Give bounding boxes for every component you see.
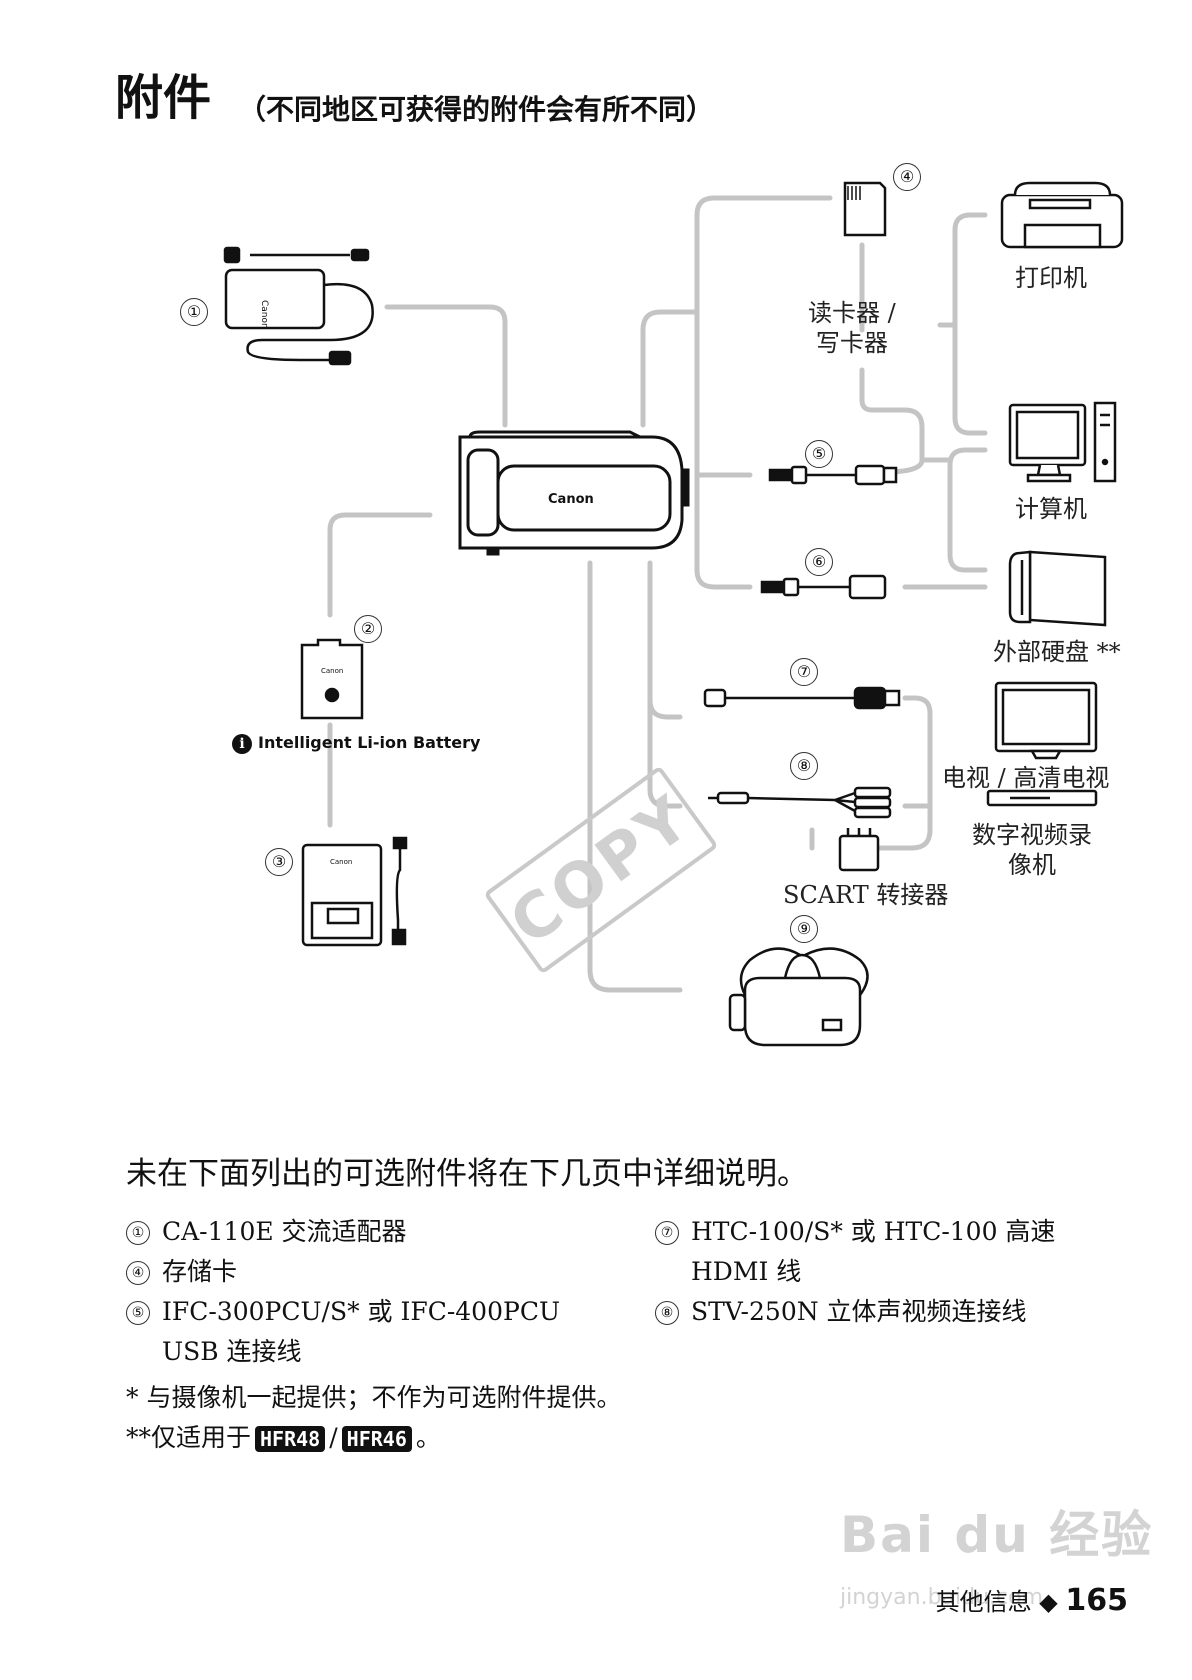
scart-adapter-image bbox=[840, 828, 878, 870]
accessory-number: ① bbox=[126, 1221, 150, 1245]
tv-label: 电视 / 高清电视 bbox=[942, 758, 1109, 793]
page-footer: 其他信息 ◆ 165 bbox=[936, 1582, 1128, 1618]
dvr-label: 数字视频录 像机 bbox=[972, 820, 1092, 880]
external-hdd-image bbox=[1010, 552, 1105, 625]
accessory-text-continued: HDMI 线 bbox=[691, 1252, 801, 1288]
ac-adapter-image: Canon bbox=[225, 248, 373, 364]
footnote-suffix: 。 bbox=[416, 1423, 441, 1452]
callout-number-2: ② bbox=[354, 615, 382, 643]
dvr-image bbox=[988, 791, 1096, 805]
battery-name-text: Intelligent Li-ion Battery bbox=[258, 733, 480, 752]
usb-cable-image bbox=[770, 466, 896, 484]
svg-text:Canon: Canon bbox=[259, 300, 269, 329]
callout-number-6: ⑥ bbox=[805, 548, 833, 576]
intro-text: 未在下面列出的可选附件将在下几页中详细说明。 bbox=[126, 1148, 808, 1193]
tv-image bbox=[996, 683, 1096, 758]
accessory-text: HTC-100/S* 或 HTC-100 高速 bbox=[691, 1217, 1055, 1246]
hdmi-cable-image bbox=[705, 688, 899, 708]
camcorder-brand-text: Canon bbox=[548, 492, 594, 507]
accessory-item: ⑧ STV-250N 立体声视频连接线 bbox=[655, 1292, 1027, 1328]
accessory-text: 存储卡 bbox=[162, 1257, 237, 1286]
accessory-number: ⑤ bbox=[126, 1301, 150, 1325]
accessory-text: STV-250N 立体声视频连接线 bbox=[691, 1297, 1027, 1326]
carrying-bag-image bbox=[730, 949, 868, 1045]
printer-label: 打印机 bbox=[1015, 258, 1087, 293]
battery-image: Canon bbox=[302, 640, 362, 718]
memory-card-image bbox=[845, 183, 885, 235]
callout-number-9: ⑨ bbox=[790, 915, 818, 943]
accessory-number: ④ bbox=[126, 1261, 150, 1285]
footnote-supplied: * 与摄像机一起提供；不作为可选附件提供。 bbox=[126, 1378, 621, 1414]
battery-name-label: i Intelligent Li-ion Battery bbox=[232, 733, 480, 754]
model-badge: HFR46 bbox=[342, 1426, 412, 1452]
model-badge: HFR48 bbox=[255, 1426, 325, 1452]
accessory-text: CA-110E 交流适配器 bbox=[162, 1217, 407, 1246]
callout-number-5: ⑤ bbox=[805, 440, 833, 468]
accessory-item: ⑦ HTC-100/S* 或 HTC-100 高速 bbox=[655, 1212, 1055, 1248]
usb-otg-cable-image bbox=[762, 576, 885, 598]
watermark: Bai du 经验 jingyan.baidu.com bbox=[840, 1495, 1153, 1567]
footer-bullet: ◆ bbox=[1039, 1588, 1057, 1616]
av-cable-image bbox=[708, 788, 890, 817]
svg-text:Canon: Canon bbox=[321, 667, 343, 675]
battery-charger-image: Canon bbox=[303, 838, 406, 945]
external-hdd-label: 外部硬盘 ** bbox=[993, 632, 1121, 667]
callout-number-1: ① bbox=[180, 298, 208, 326]
accessory-item: ⑤ IFC-300PCU/S* 或 IFC-400PCU bbox=[126, 1292, 560, 1328]
scart-adapter-label: SCART 转接器 bbox=[783, 875, 948, 910]
info-icon: i bbox=[232, 734, 252, 754]
watermark-logo-text: Bai du 经验 bbox=[840, 1495, 1153, 1567]
accessory-number: ⑧ bbox=[655, 1301, 679, 1325]
accessory-text-continued: USB 连接线 bbox=[162, 1332, 302, 1368]
computer-label: 计算机 bbox=[1015, 489, 1087, 524]
computer-image bbox=[1010, 403, 1115, 481]
footer-section: 其他信息 bbox=[936, 1588, 1032, 1616]
accessory-text: IFC-300PCU/S* 或 IFC-400PCU bbox=[162, 1297, 560, 1326]
accessory-item: ④ 存储卡 bbox=[126, 1252, 237, 1288]
callout-number-7: ⑦ bbox=[790, 658, 818, 686]
callout-number-3: ③ bbox=[265, 848, 293, 876]
accessory-connection-diagram: Canon bbox=[0, 0, 1192, 1130]
svg-text:Canon: Canon bbox=[330, 858, 352, 866]
footnote-prefix: **仅适用于 bbox=[126, 1423, 251, 1452]
printer-image bbox=[1002, 183, 1122, 247]
accessory-number: ⑦ bbox=[655, 1221, 679, 1245]
callout-number-8: ⑧ bbox=[790, 752, 818, 780]
footnote-separator: / bbox=[329, 1423, 337, 1452]
accessory-item: ① CA-110E 交流适配器 bbox=[126, 1212, 407, 1248]
page-number: 165 bbox=[1065, 1583, 1128, 1618]
callout-number-4: ④ bbox=[893, 163, 921, 191]
card-reader-label: 读卡器 / 写卡器 bbox=[808, 298, 896, 358]
